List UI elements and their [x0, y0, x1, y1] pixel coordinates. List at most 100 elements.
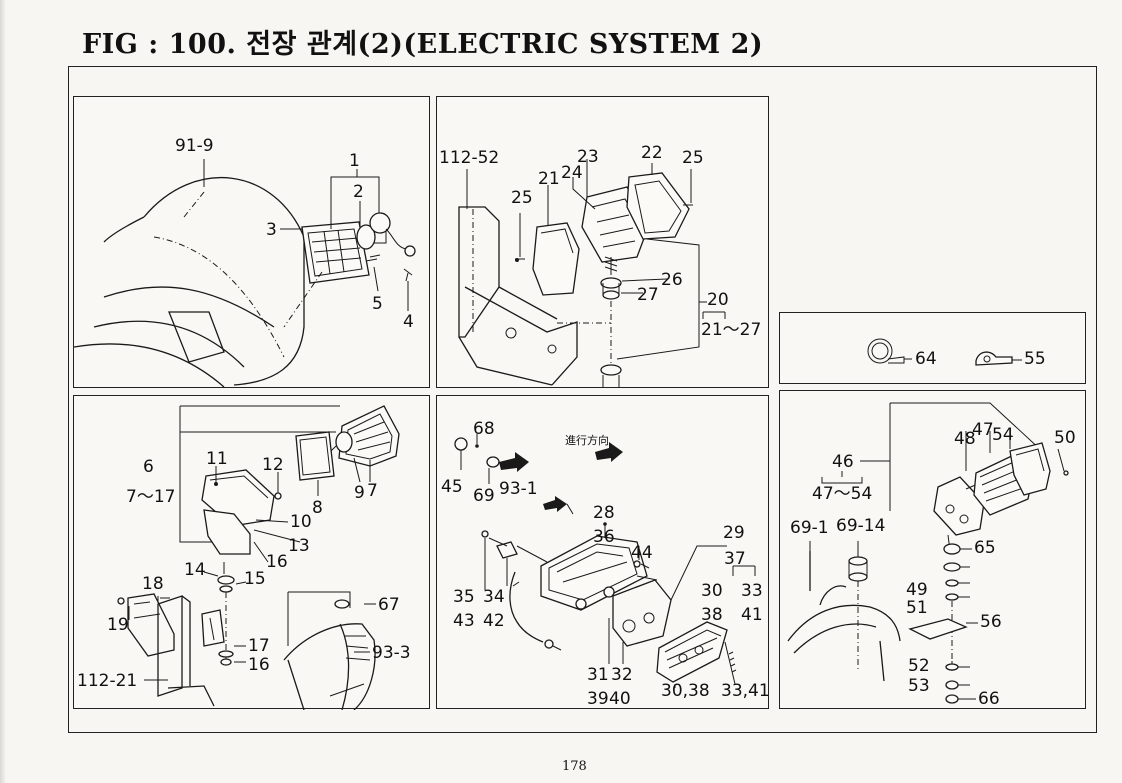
part-label-47: 47: [972, 420, 994, 440]
part-label-93-3: 93-3: [372, 643, 411, 663]
part-label-38: 38: [701, 605, 723, 625]
part-label-26: 26: [661, 270, 683, 290]
part-label-49: 49: [906, 580, 928, 600]
part-label-22: 22: [641, 143, 663, 163]
part-label-41: 41: [741, 605, 763, 625]
part-label-91-9: 91-9: [175, 136, 214, 156]
part-label-20: 20: [707, 290, 729, 310]
part-label-16-bottom: 16: [248, 655, 270, 675]
part-label-19: 19: [107, 615, 129, 635]
bracket: [458, 206, 578, 386]
rear-lamp-cover: [1009, 442, 1051, 496]
panel-headlight: 91-9 1 2 3 5 4: [73, 96, 430, 388]
rear-fender: [787, 551, 901, 682]
part-label-50: 50: [1054, 428, 1076, 448]
bulb: [356, 224, 387, 250]
part-label-28: 28: [593, 503, 615, 523]
part-label-25-right: 25: [682, 148, 704, 168]
headlight-drawing: [74, 159, 416, 388]
part-label-21-27: 21～27: [701, 320, 762, 340]
part-label-23: 23: [577, 147, 599, 167]
grommet: [600, 277, 622, 300]
part-label-10: 10: [290, 512, 312, 532]
scan-edge: [0, 0, 6, 783]
part-label-25-left: 25: [511, 188, 533, 208]
part-label-67: 67: [378, 595, 400, 615]
part-label-4: 4: [403, 312, 414, 332]
part-label-69-1: 69-1: [790, 518, 829, 538]
part-label-39: 39: [587, 689, 609, 709]
part-label-30: 30: [701, 581, 723, 601]
part-label-29: 29: [723, 523, 745, 543]
page-number: 178: [562, 759, 587, 774]
fender: [283, 623, 376, 710]
part-label-112-21: 112-21: [77, 671, 138, 691]
part-label-21: 21: [538, 169, 560, 189]
part-label-7-17: 7～17: [126, 487, 176, 507]
part-label-45: 45: [441, 477, 463, 497]
mounting-post: [127, 593, 225, 707]
part-label-3: 3: [266, 220, 277, 240]
post-cap: [848, 556, 868, 582]
figure-frame: [68, 66, 1097, 733]
part-label-13: 13: [288, 536, 310, 556]
part-label-35: 35: [453, 587, 475, 607]
part-label-9: 9: [354, 483, 365, 503]
page-title: FIG : 100. 전장 관계(2)(ELECTRIC SYSTEM 2): [82, 29, 764, 60]
cable-clip: [975, 351, 1013, 366]
part-label-64: 64: [915, 349, 937, 369]
panel-tail-lamp: 68 45 69 93-1 進行方向 28 36 44 29 37 35 43 …: [436, 395, 770, 709]
direction-label: 進行方向: [565, 434, 609, 447]
part-label-32: 32: [611, 665, 633, 685]
part-label-56: 56: [980, 612, 1002, 632]
lamp-bracket: [612, 545, 727, 647]
part-label-7: 7: [367, 481, 378, 501]
part-label-2: 2: [353, 182, 364, 202]
ring-clip: [867, 338, 905, 364]
tail-lamp-housing: [540, 535, 648, 611]
panel-turn-lamp: 112-52 23 22 25 21 24 25 26 27 20 21～27: [436, 96, 769, 388]
rear-lamp-drawing: [787, 402, 1069, 704]
part-label-17: 17: [248, 636, 270, 656]
part-label-11: 11: [206, 449, 228, 469]
hatched-arrow-icon: [543, 496, 567, 512]
panel-work-lamp: 6 7～17 11 12 10 13 8 9 7 16 14 15 18 19 …: [73, 395, 430, 710]
part-label-6: 6: [143, 457, 154, 477]
part-label-51: 51: [906, 598, 928, 618]
lamp-cover: [626, 172, 690, 240]
part-label-8: 8: [312, 498, 323, 518]
part-label-42: 42: [483, 611, 505, 631]
part-label-53: 53: [908, 676, 930, 696]
part-label-66: 66: [978, 689, 1000, 709]
part-label-14: 14: [184, 560, 206, 580]
part-label-65: 65: [974, 538, 996, 558]
part-label-44: 44: [631, 543, 653, 563]
part-label-16-top: 16: [266, 552, 288, 572]
part-label-30-38: 30,38: [661, 681, 710, 701]
panel-rear-lamp: 46 47～54 48 47 54 50 69-1 69-14 65 49 51…: [779, 390, 1086, 709]
part-label-48: 48: [954, 429, 976, 449]
part-label-40: 40: [609, 689, 631, 709]
part-label-112-52: 112-52: [439, 148, 500, 168]
socket: [369, 212, 416, 282]
part-label-31: 31: [587, 665, 609, 685]
part-label-47-54: 47～54: [812, 484, 873, 504]
part-label-36: 36: [593, 527, 615, 547]
hatched-arrow-icon: [595, 442, 623, 462]
headlamp-unit: [301, 221, 370, 284]
part-label-24: 24: [561, 163, 583, 183]
part-label-1: 1: [349, 151, 360, 171]
hatched-arrow-icon: [499, 452, 529, 472]
lamp-body: [338, 405, 400, 467]
tail-lamp-assy: [656, 621, 728, 683]
part-label-43: 43: [453, 611, 475, 631]
part-label-68: 68: [473, 419, 495, 439]
part-label-55: 55: [1024, 349, 1046, 369]
panel-clips: 64 55: [779, 312, 1086, 384]
part-label-12: 12: [262, 455, 284, 475]
part-label-54: 54: [992, 425, 1014, 445]
part-label-18: 18: [142, 574, 164, 594]
part-label-33-41: 33,41: [721, 681, 770, 701]
clips-drawing: [867, 338, 1022, 366]
part-label-27: 27: [637, 285, 659, 305]
